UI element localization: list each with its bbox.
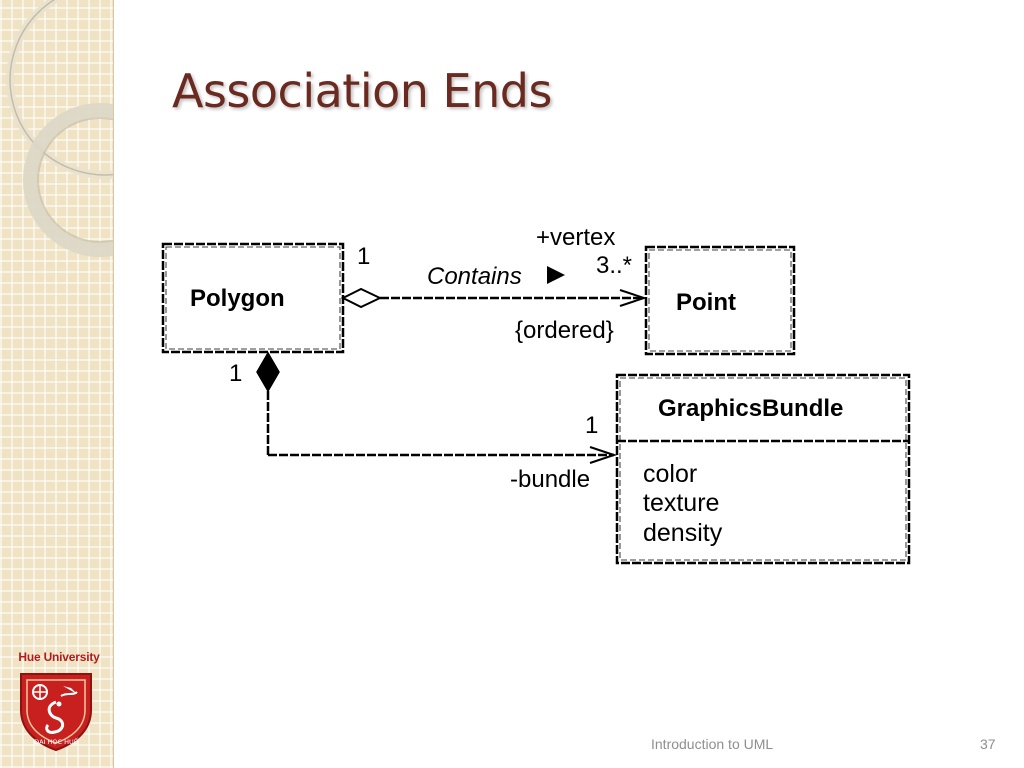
composition-polygon-multiplicity: 1 [229, 360, 242, 387]
side-panel: Hue University ĐẠI HỌC HUẾ [0, 0, 114, 768]
bundle-end-multiplicity: 1 [585, 412, 598, 439]
ordered-constraint: {ordered} [515, 317, 614, 344]
university-name: Hue University [18, 650, 100, 664]
association-name: Contains [427, 263, 522, 290]
polygon-end-multiplicity: 1 [357, 243, 370, 270]
composition-diamond-icon [256, 351, 280, 393]
page-number: 37 [980, 736, 996, 752]
decorative-circles [6, 0, 113, 257]
polygon-class-name: Polygon [190, 285, 285, 312]
bundle-association: 1 1 -bundle [229, 351, 618, 493]
navigability-arrow-icon [619, 289, 648, 307]
attribute-color: color [643, 460, 697, 488]
point-class: Point [644, 245, 796, 356]
graphics-bundle-class-name: GraphicsBundle [658, 395, 843, 422]
point-class-name: Point [676, 289, 736, 316]
vertex-role: +vertex [536, 224, 615, 251]
attribute-density: density [643, 519, 723, 547]
bundle-role: -bundle [510, 466, 590, 493]
point-end-multiplicity: 3..* [596, 252, 632, 279]
polygon-class: Polygon [161, 242, 345, 354]
slide-title: Association Ends [172, 64, 552, 118]
university-seal-icon [20, 673, 92, 752]
seal-text-ring: ĐẠI HỌC HUẾ [34, 736, 79, 746]
attribute-texture: texture [643, 489, 719, 517]
reading-direction-icon [547, 266, 565, 284]
aggregation-diamond-icon [340, 287, 383, 309]
graphics-bundle-class: GraphicsBundle color texture density [615, 373, 911, 565]
navigability-arrow-icon [589, 446, 618, 464]
seal-text: ĐẠI HỌC HUẾ [34, 736, 79, 746]
contains-association: 1 Contains +vertex 3..* {ordered} [340, 224, 648, 344]
footer-title: Introduction to UML [651, 736, 774, 752]
